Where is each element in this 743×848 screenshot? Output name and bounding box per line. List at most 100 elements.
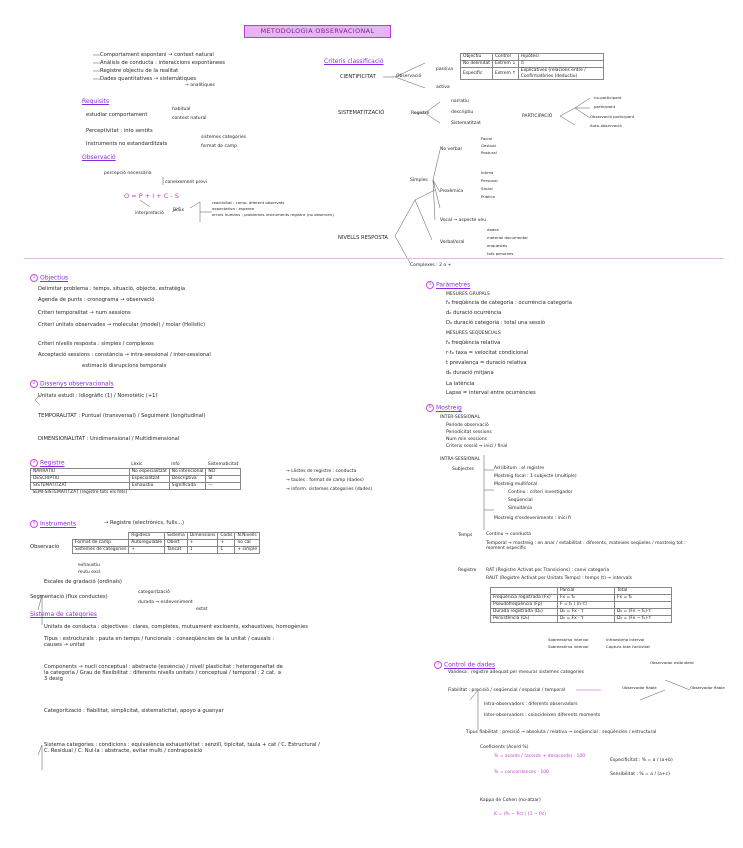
- mostreig-item: Periodicitat sessions: [446, 430, 492, 435]
- segmentacio-item: durada → esdeveniment: [138, 600, 193, 605]
- registre-item: RAT (Registre Activat per Transicions) :…: [486, 568, 609, 573]
- table-header-cell: Sistematicitat: [206, 462, 240, 469]
- classificacio-heading: Criteris classificació: [324, 59, 384, 65]
- registre-note: → Llistes de registre : conducta: [286, 469, 356, 474]
- table-cell: Obert: [165, 540, 188, 547]
- table-note: Infraestima interval: [606, 638, 644, 642]
- subjectes-item: Seqüencial: [508, 498, 533, 503]
- subjectes-item: Mostreig focal : 1 subjecte (multiple): [494, 474, 577, 479]
- table-cell: 1: [218, 547, 235, 554]
- objectius-item: Acceptació sessions : constància → intra…: [38, 352, 211, 358]
- table-cell: No intencional: [169, 469, 206, 476]
- objectius-item: Delimitar problema : temps, situació, ob…: [38, 286, 185, 292]
- table-cell: D₀ = (Fx − f₀)·τ: [615, 616, 672, 623]
- table-cell: 1: [187, 547, 218, 554]
- parametre-item: f₀ freqüència de categoria : ocurrència …: [446, 300, 572, 306]
- heading-text: Mostreig: [436, 405, 462, 412]
- table-cell: Extrem ↑: [492, 68, 518, 80]
- passiva-label: passiva: [436, 67, 453, 72]
- table-cell: Persistència (D₀): [491, 616, 558, 623]
- mostreig-label: Subjectes: [452, 467, 474, 472]
- requisits-line: Perceptivitat : into sentits: [86, 128, 153, 134]
- table-header-cell: Hipòtesi: [518, 54, 603, 61]
- observacio-formula: O = P + I + C - S: [124, 193, 179, 199]
- table-cell: [615, 602, 672, 609]
- observacio-line: errors humans : problemes instruments re…: [212, 213, 342, 217]
- table-cell: +: [218, 540, 235, 547]
- instruments-item: exhaustiu: [78, 563, 100, 568]
- number-badge: 6: [426, 404, 434, 412]
- intro-item: Dades quantitatives → sistemàtiques: [100, 76, 196, 82]
- proxemica-item: Personal: [481, 179, 498, 183]
- simples-label: Simples: [410, 178, 428, 183]
- categories-item: Sistema categories : condicions : equiva…: [44, 742, 324, 754]
- objectius-item: Criteri temporalitat → num sessions: [38, 310, 131, 316]
- verbal-item: material documental: [487, 236, 528, 240]
- subjectes-item: Continu : criteri investigador: [508, 490, 572, 495]
- observacio-line: Biaix: [173, 208, 184, 213]
- heading-text: Objectius: [40, 275, 68, 282]
- table-cell: +: [129, 547, 165, 554]
- categories-item: Components → nucli conceptual : abstract…: [44, 664, 284, 682]
- observacio-line: reactivitat : comp. diferent observats: [212, 201, 284, 205]
- cientificitat-label: CIENTIFICITAT: [340, 74, 376, 80]
- intro-item: Anàlisis de conducta : interaccions espo…: [100, 60, 225, 66]
- complexes-label: Complexes : 2 o +: [410, 263, 451, 268]
- parametre-item: D₀ duració categoria : total una sessió: [446, 320, 545, 326]
- table-cell: Especialitzat: [129, 476, 169, 483]
- control-item: Tipus fiabilitat : precisió → absoluta /…: [466, 730, 656, 735]
- table-cell: Específic: [461, 68, 493, 80]
- noverbal-item: Postural: [481, 151, 497, 155]
- segmentacio-item: estat: [196, 607, 207, 612]
- verbal-label: Verbal/oral: [440, 240, 464, 245]
- dissenys-item: DIMENSIONALITAT : Unidimensional / Multi…: [38, 436, 179, 442]
- table-cell: D₀ = Fx · τ: [558, 609, 615, 616]
- participacio-item: Observació participant: [590, 115, 634, 119]
- table-cell: no cal: [235, 540, 260, 547]
- table-header-cell: Control: [492, 54, 518, 61]
- heading-text: Control de dades: [444, 662, 495, 669]
- intro-item: Registre objectiu de la realitat: [100, 68, 178, 74]
- mostreig-label: INTRA-SESSIONAL: [440, 457, 480, 462]
- intro-item: Comportament espontani → context natural: [100, 52, 214, 58]
- mostreig-item: Període observació: [446, 423, 489, 428]
- control-item: Validesa : registre adequat per mesurar …: [448, 670, 584, 675]
- observacio-line: coneixement previ: [165, 180, 207, 185]
- mostreig-label: Temps: [458, 533, 472, 538]
- observacio-line: interpretació: [135, 211, 164, 216]
- formula: K = (P₀ − Pc) / (1 − Pc): [494, 812, 546, 817]
- table-cell: SÍ: [206, 476, 240, 483]
- parametre-item: r·t₀ taxa = velocitat condicional: [446, 350, 528, 356]
- control-item: Coeficients (Acord %): [480, 745, 528, 750]
- table-cell: + simple: [235, 547, 260, 554]
- participacio-label: PARTICIPACIÓ: [522, 114, 552, 119]
- participacio-item: participant: [594, 105, 615, 109]
- participacio-item: Auto-observació: [590, 124, 622, 128]
- table-note: Sobreestima interval: [548, 645, 589, 649]
- table-header-cell: Total: [615, 588, 672, 595]
- mesures-label: MESURES SEQÜENCIALS: [446, 331, 501, 336]
- table-cell: Descriptiva: [169, 476, 206, 483]
- segmentacio-item: categorització: [138, 590, 170, 595]
- categories-item: Categorització : fiabilitat, simplicitat…: [44, 708, 224, 714]
- table-cell: NARRATIU: [31, 469, 130, 476]
- dissenys-heading: 2Dissenys observacionals: [30, 380, 114, 388]
- number-badge: 1: [30, 274, 38, 282]
- table-header-cell: [491, 588, 558, 595]
- table-cell: Extrem ↓: [492, 61, 518, 68]
- nivells-label: NIVELLS RESPOSTA: [338, 235, 388, 241]
- registre-label: Registre: [411, 111, 429, 116]
- participacio-item: no-participant: [594, 96, 621, 100]
- temps-item: Temporal → mostreig : en anar / estabili…: [486, 541, 686, 551]
- instruments-observacio: Observació: [30, 544, 59, 550]
- table-cell: +: [187, 540, 218, 547]
- table-note: Captura tota l'activitat: [606, 645, 650, 649]
- formula: % = acords / (acords + desacords) · 100: [494, 754, 585, 759]
- table-cell: DESCRIPTIU: [31, 476, 130, 483]
- requisits-line: Instruments no estandarditzats: [86, 141, 167, 147]
- number-badge: 4: [30, 520, 38, 528]
- registre-item: narratiu: [451, 99, 469, 104]
- instruments-heading: 4Instruments: [30, 520, 76, 528]
